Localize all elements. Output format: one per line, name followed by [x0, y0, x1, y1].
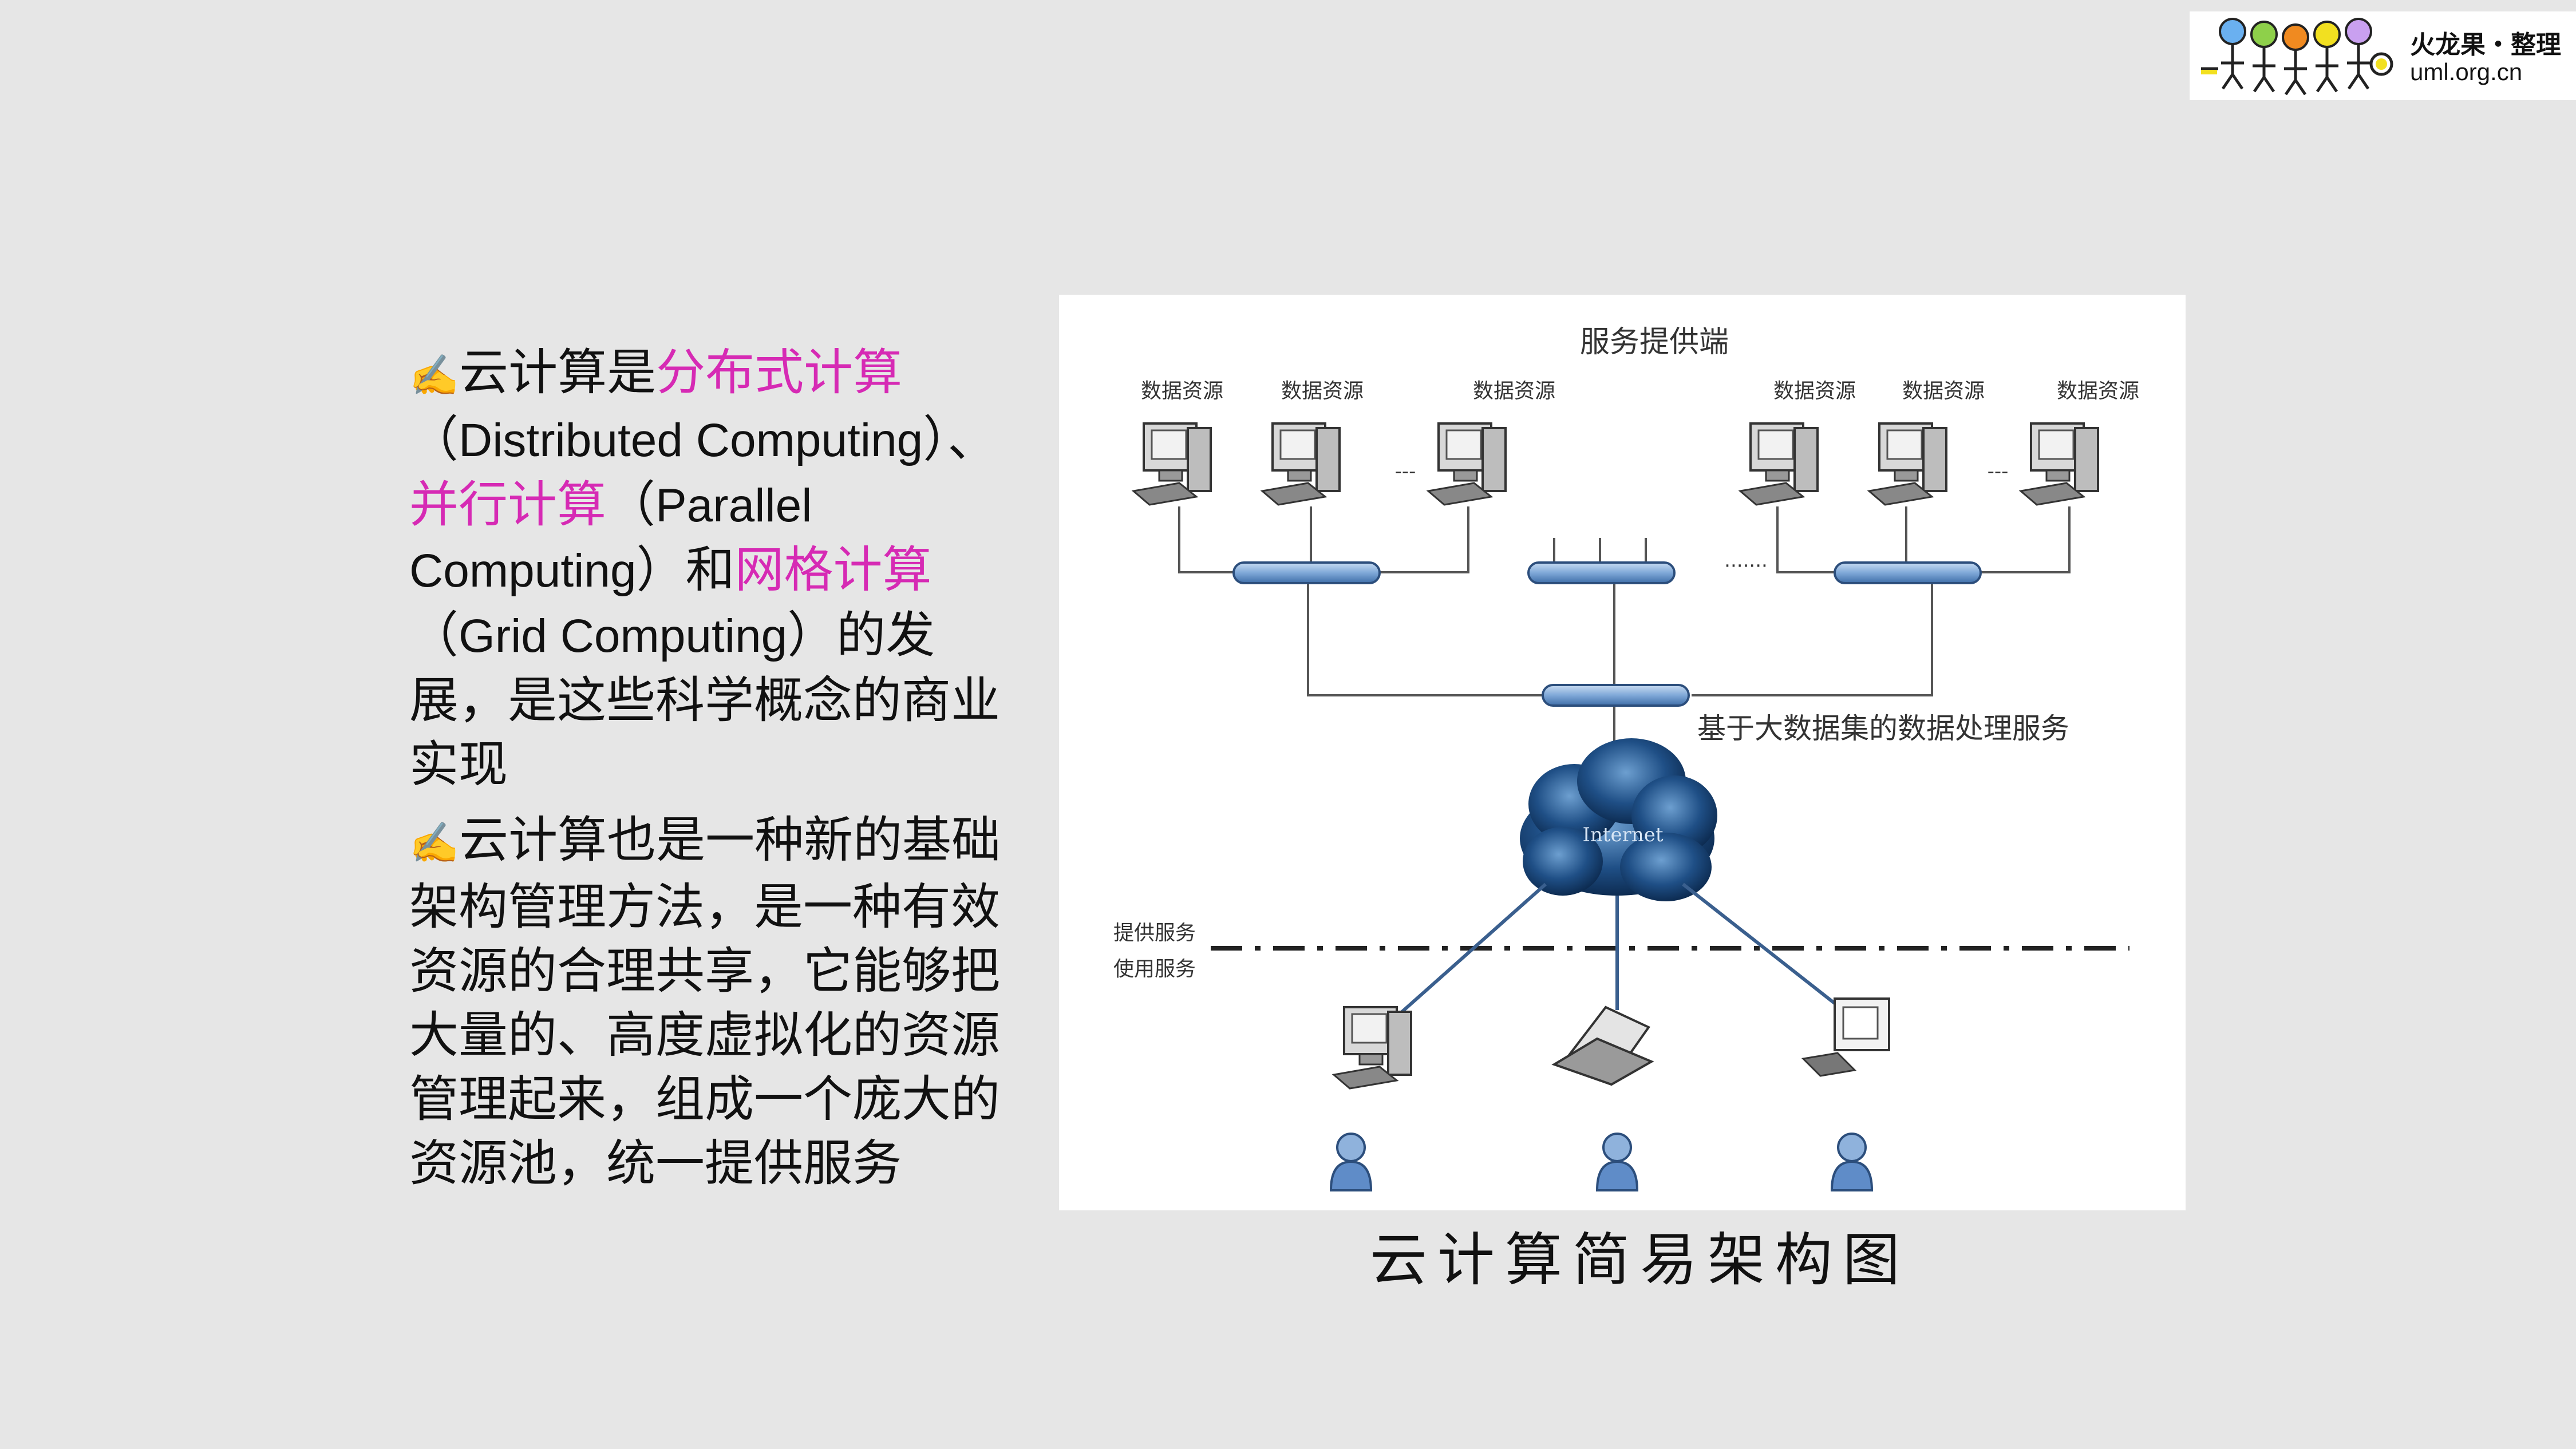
logo-name: 火龙果・整理: [2410, 30, 2561, 60]
bigdata-label: 基于大数据集的数据处理服务: [1697, 712, 2069, 745]
english-term: Parallel Computing: [409, 480, 812, 597]
text-run: 云计算也是一种新的基础架构管理方法，是一种有效资源的合理共享，它能够把大量的、高…: [409, 811, 1001, 1192]
resource-label: 数据资源: [1141, 379, 1223, 403]
server-computer-icon: [2020, 422, 2099, 506]
text-run: ）的发展，是这些科学概念的商业实现: [409, 607, 1000, 793]
pen-bullet-icon: ✍: [409, 819, 460, 866]
paragraph-2: ✍云计算也是一种新的基础架构管理方法，是一种有效资源的合理共享，它能够把大量的、…: [409, 808, 1030, 1195]
server-computer-icon: [1132, 422, 1212, 506]
logo-domain: uml.org.cn: [2410, 58, 2523, 85]
text-column: ✍云计算是分布式计算（Distributed Computing）、并行计算（P…: [409, 341, 1030, 1207]
stick-figures-icon: [2201, 18, 2393, 96]
provide-service-label: 提供服务: [1113, 921, 1196, 945]
text-run: 云计算是: [459, 344, 657, 401]
network-hub: [1527, 561, 1676, 584]
internet-cloud-icon: Internet: [1520, 738, 1717, 901]
use-service-label: 使用服务: [1113, 957, 1196, 981]
text-run: （: [409, 411, 459, 468]
cloud-architecture-diagram: 服务提供端 数据资源 数据资源 数据资源 数据资源 数据资源 数据资源 --- …: [1059, 295, 2186, 1210]
ellipsis: ---: [1988, 460, 2009, 483]
text-run: ）和: [636, 541, 735, 599]
resource-label: 数据资源: [1281, 379, 1364, 403]
text-run: （: [409, 607, 459, 664]
ellipsis: ---: [1395, 460, 1416, 483]
diagram-caption: 云计算简易架构图: [1370, 1226, 1910, 1293]
resource-label: 数据资源: [1902, 379, 1985, 403]
cloud-label: Internet: [1582, 824, 1663, 846]
logo: 火龙果・整理 uml.org.cn: [2190, 11, 2576, 100]
provider-title: 服务提供端: [1580, 325, 1729, 359]
text-run: ）、: [923, 411, 997, 468]
pen-bullet-icon: ✍: [409, 352, 460, 399]
server-computer-icon: [1868, 422, 1947, 506]
english-term: Distributed Computing: [459, 414, 923, 466]
resource-label: 数据资源: [1773, 379, 1856, 403]
server-computer-icon: [1427, 422, 1507, 506]
network-hub: [1834, 561, 1982, 584]
server-computer-icon: [1261, 422, 1341, 506]
text-run: （: [606, 476, 655, 533]
highlight-parallel: 并行计算: [409, 476, 606, 533]
network-hub: [1542, 684, 1690, 707]
resource-label: 数据资源: [1473, 379, 1555, 403]
server-computer-icon: [1739, 422, 1819, 506]
network-hub: [1232, 561, 1381, 584]
paragraph-1: ✍云计算是分布式计算（Distributed Computing）、并行计算（P…: [409, 341, 1030, 797]
client-computer-icon: [1333, 1006, 1412, 1090]
user-icon: [1329, 1133, 1373, 1191]
terminal-icon: [1801, 997, 1890, 1077]
user-icon: [1595, 1133, 1639, 1191]
resource-label: 数据资源: [2057, 379, 2139, 403]
highlight-grid: 网格计算: [734, 541, 932, 599]
highlight-distributed: 分布式计算: [656, 344, 903, 401]
english-term: Grid Computing: [459, 610, 788, 662]
user-icon: [1830, 1133, 1874, 1191]
ellipsis: ·······: [1724, 555, 1768, 577]
laptop-icon: [1551, 1005, 1654, 1086]
